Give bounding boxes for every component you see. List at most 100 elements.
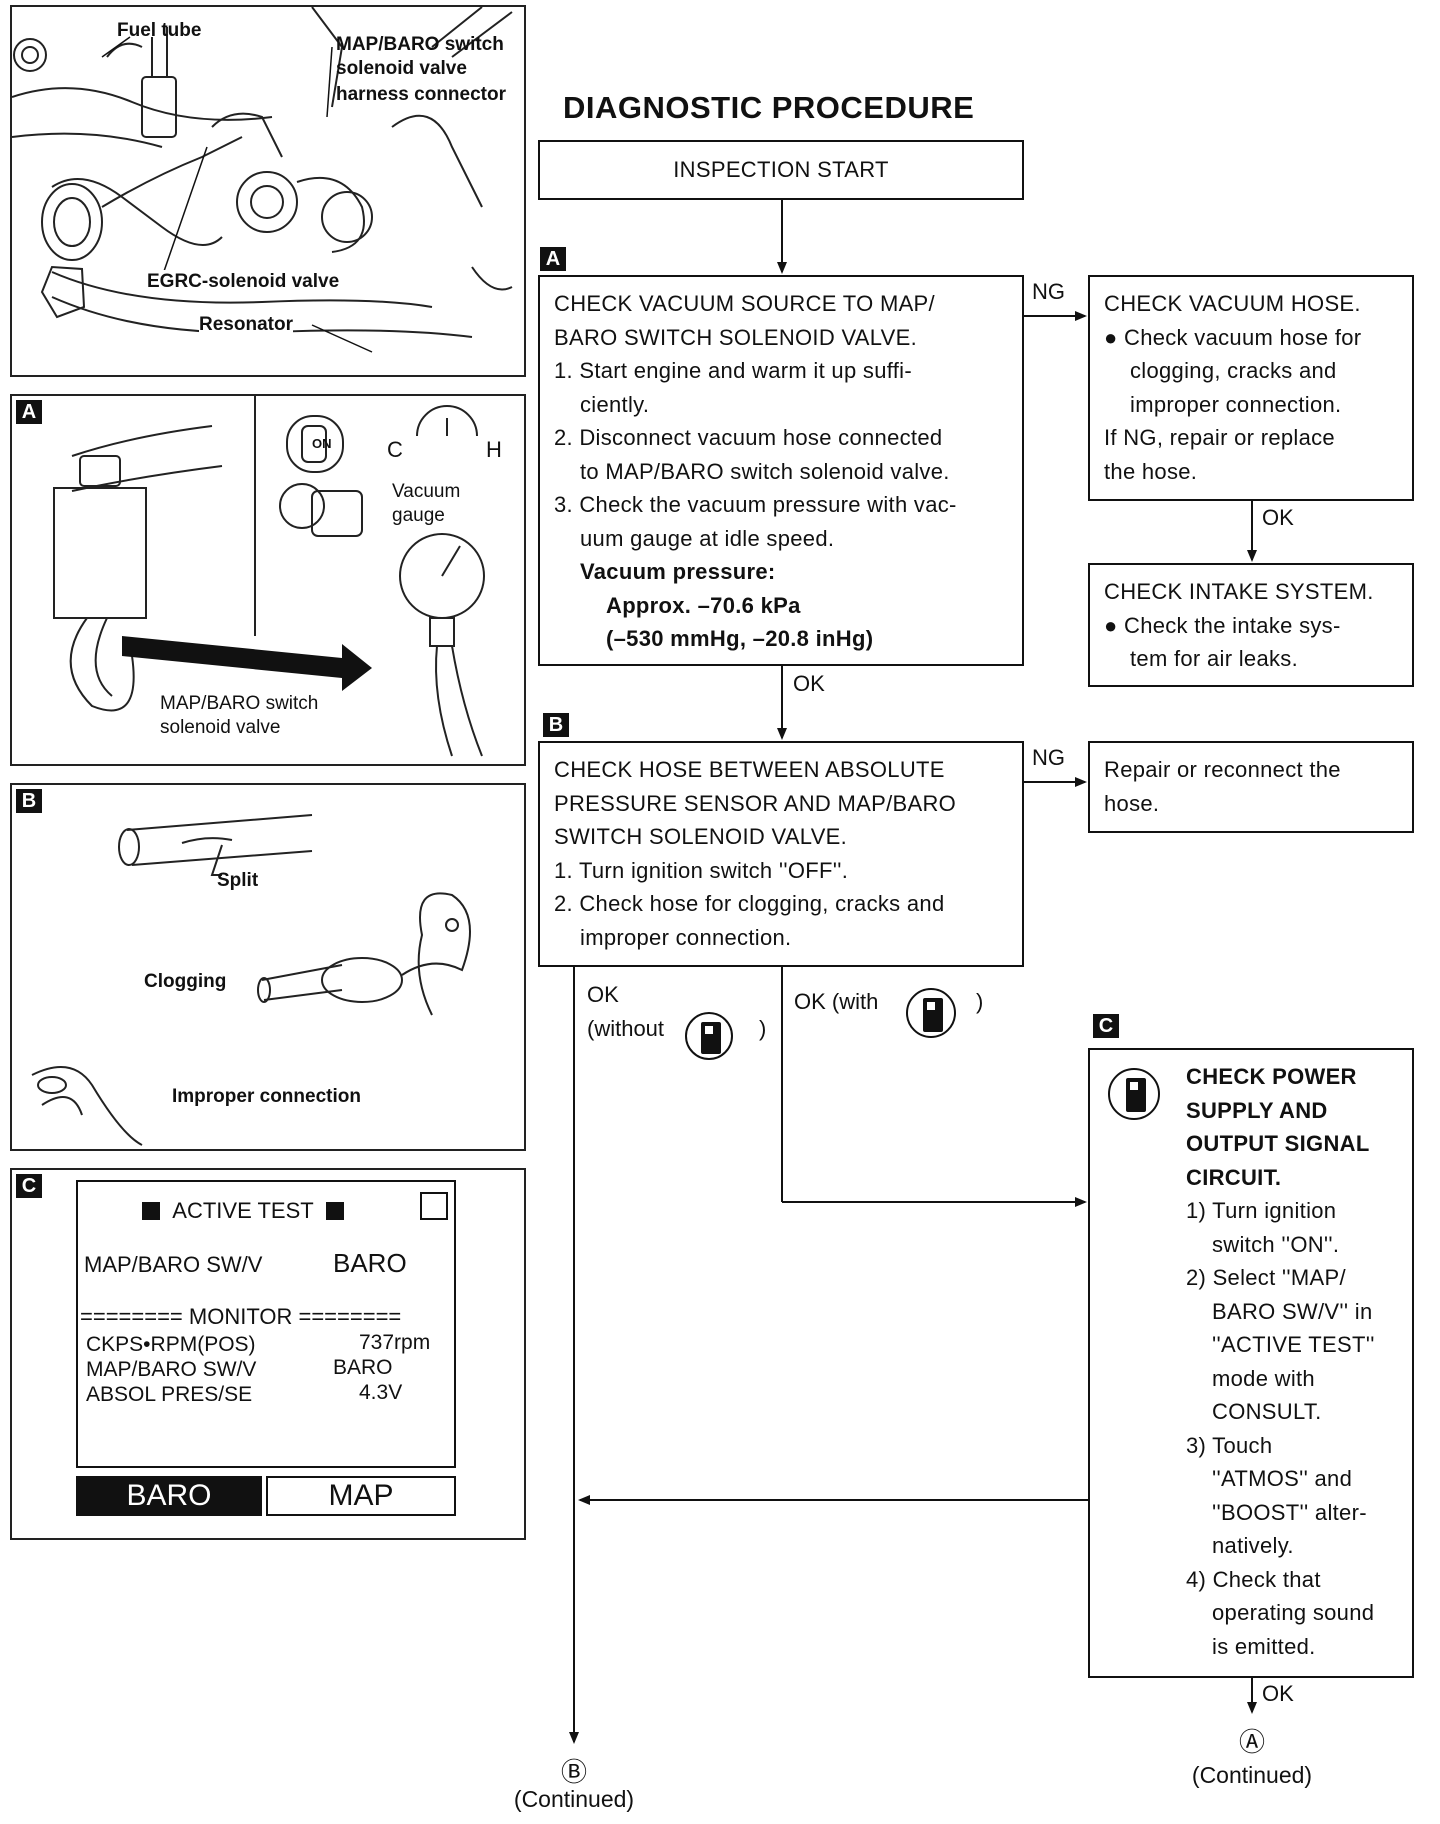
map-button[interactable]: MAP [266,1476,456,1516]
step-text: ''BOOST'' alter- [1212,1499,1367,1525]
active-test-title: ACTIVE TEST [172,1198,314,1223]
step-text: 2. Check hose for clogging, cracks and [554,891,945,916]
step-heading: CHECK POWER [1186,1064,1357,1089]
step-text: SWITCH SOLENOID VALVE. [554,824,848,849]
step-text: 1) Turn ignition [1186,1198,1337,1223]
ignition-key-label: ON [312,436,332,451]
device-screen [927,1002,935,1010]
step-text: 1. Start engine and warm it up suffi- [554,358,912,383]
flow-tag-b: B [543,713,569,737]
step-text: ''ACTIVE TEST'' [1212,1332,1375,1357]
figure-a-panel: A ON C H Vacuum gauge MAP/BARO switch so… [10,394,526,766]
step-text: mode with [1212,1365,1315,1391]
step-text: operating sound [1212,1600,1375,1625]
step-text: 1. Turn ignition switch ''OFF''. [554,857,849,883]
figure-c-tag: C [16,1174,42,1198]
check-hose-box: CHECK HOSE BETWEEN ABSOLUTE PRESSURE SEN… [538,741,1024,967]
ng-label-b: NG [1032,745,1065,770]
ok-with-paren: ) [976,989,984,1014]
step-text: switch ''ON''. [1212,1231,1340,1257]
fuel-tube-label: Fuel tube [117,20,202,41]
consult-monitor-labels: CKPS•RPM(POS) MAP/BARO SW/V ABSOL PRES/S… [86,1332,256,1407]
vacuum-pressure-heading: Vacuum pressure: [580,559,776,584]
temp-c-label: C [387,437,403,462]
step-text: 3) Touch [1186,1432,1273,1458]
step-text: improper connection. [580,924,792,950]
consult-monitor-divider: ======== MONITOR ======== [80,1304,402,1329]
step-text: 2) Select ''MAP/ [1186,1265,1346,1290]
map-baro-harness-label-3: harness connector [336,84,506,105]
ok-label-vac: OK [1262,505,1294,530]
consult-screen: ACTIVE TEST MAP/BARO SW/V BARO ======== … [76,1180,456,1468]
step-text: If NG, repair or replace [1104,425,1335,450]
ok-without-label-2: (without [587,1016,665,1041]
step-text: improper connection. [1130,391,1342,417]
temp-h-label: H [486,437,502,462]
step-text: the hose. [1104,458,1198,484]
step-text: PRESSURE SENSOR AND MAP/BARO [554,790,957,816]
consult-header: ACTIVE TEST [78,1198,408,1224]
consult-row1-value: BARO [333,1248,407,1278]
egrc-label: EGRC-solenoid valve [147,270,340,294]
map-baro-harness-label-2: solenoid valve [336,58,467,79]
figure-c-panel: C ACTIVE TEST MAP/BARO SW/V BARO =======… [10,1168,526,1540]
vacuum-gauge-label-2: gauge [392,505,445,526]
monitor-value: 737rpm [359,1331,431,1354]
consult-monitor-values: 737rpm BARO 4.3V [333,1330,430,1405]
step-text: CHECK VACUUM SOURCE TO MAP/ [554,291,935,316]
step-heading: OUTPUT SIGNAL [1186,1131,1370,1156]
continued-label-a: (Continued) [1191,1762,1313,1788]
check-power-supply-box: CHECK POWER SUPPLY AND OUTPUT SIGNAL CIR… [1088,1048,1414,1678]
flow-tag-c: C [1093,1014,1119,1038]
figure-b-panel: B Split Clogging Improper connection [10,783,526,1151]
step-text: natively. [1212,1533,1294,1558]
engine-figure-panel: Fuel tube MAP/BARO switch solenoid valve… [10,5,526,377]
valve-label-1: MAP/BARO switch [160,693,319,714]
square-icon [325,1202,344,1220]
ok-with-label: OK (with [794,989,879,1014]
improper-connection-label: Improper connection [172,1086,361,1107]
figure-a-tag: A [16,400,42,424]
resonator-label: Resonator [199,313,293,337]
monitor-value: BARO [333,1356,393,1379]
inspection-start-box: INSPECTION START [538,140,1024,200]
ok-without-paren: ) [759,1016,767,1041]
clogging-label: Clogging [144,971,227,992]
figure-a-illustration [53,396,485,757]
step-text: CONSULT. [1212,1399,1322,1424]
step-text: BARO SW/V'' in [1212,1298,1373,1324]
repair-hose-box: Repair or reconnect the hose. [1088,741,1414,833]
check-vacuum-source-box: CHECK VACUUM SOURCE TO MAP/ BARO SWITCH … [538,275,1024,666]
step-text: hose. [1104,790,1160,816]
baro-button[interactable]: BARO [76,1476,262,1516]
ng-label-a: NG [1032,279,1065,304]
consult-checkbox[interactable] [420,1192,448,1220]
monitor-label: MAP/BARO SW/V [86,1358,257,1381]
ok-label-a: OK [793,671,825,696]
figure-b-tag: B [16,789,42,813]
flow-tag-a: A [540,247,566,271]
ok-without-label-1: OK [587,982,619,1007]
page-title: DIAGNOSTIC PROCEDURE [563,90,975,125]
consult-row1-label: MAP/BARO SW/V [84,1252,263,1277]
monitor-value: 4.3V [359,1381,403,1404]
figure-b-illustration [31,814,471,1146]
step-text: ● Check vacuum hose for [1104,324,1362,350]
step-text: uum gauge at idle speed. [580,525,835,551]
step-text: 3. Check the vacuum pressure with vac- [554,492,957,517]
step-text: is emitted. [1212,1633,1316,1659]
consult-device-icon [1108,1068,1160,1120]
step-heading: CIRCUIT. [1186,1164,1282,1190]
check-vacuum-hose-box: CHECK VACUUM HOSE. ● Check vacuum hose f… [1088,275,1414,501]
map-baro-harness-label-1: MAP/BARO switch [336,34,504,55]
step-text: ''ATMOS'' and [1212,1466,1353,1491]
device-screen [1130,1082,1138,1090]
step-text: ciently. [580,391,650,417]
step-text: BARO SWITCH SOLENOID VALVE. [554,324,918,350]
monitor-label: CKPS•RPM(POS) [86,1333,256,1356]
connector-b-symbol: Ⓑ [560,1757,587,1787]
step-text: 4) Check that [1186,1566,1321,1592]
vacuum-pressure-value: Approx. –70.6 kPa [606,592,801,618]
continued-label-b: (Continued) [513,1786,635,1812]
step-text: Repair or reconnect the [1104,757,1341,782]
